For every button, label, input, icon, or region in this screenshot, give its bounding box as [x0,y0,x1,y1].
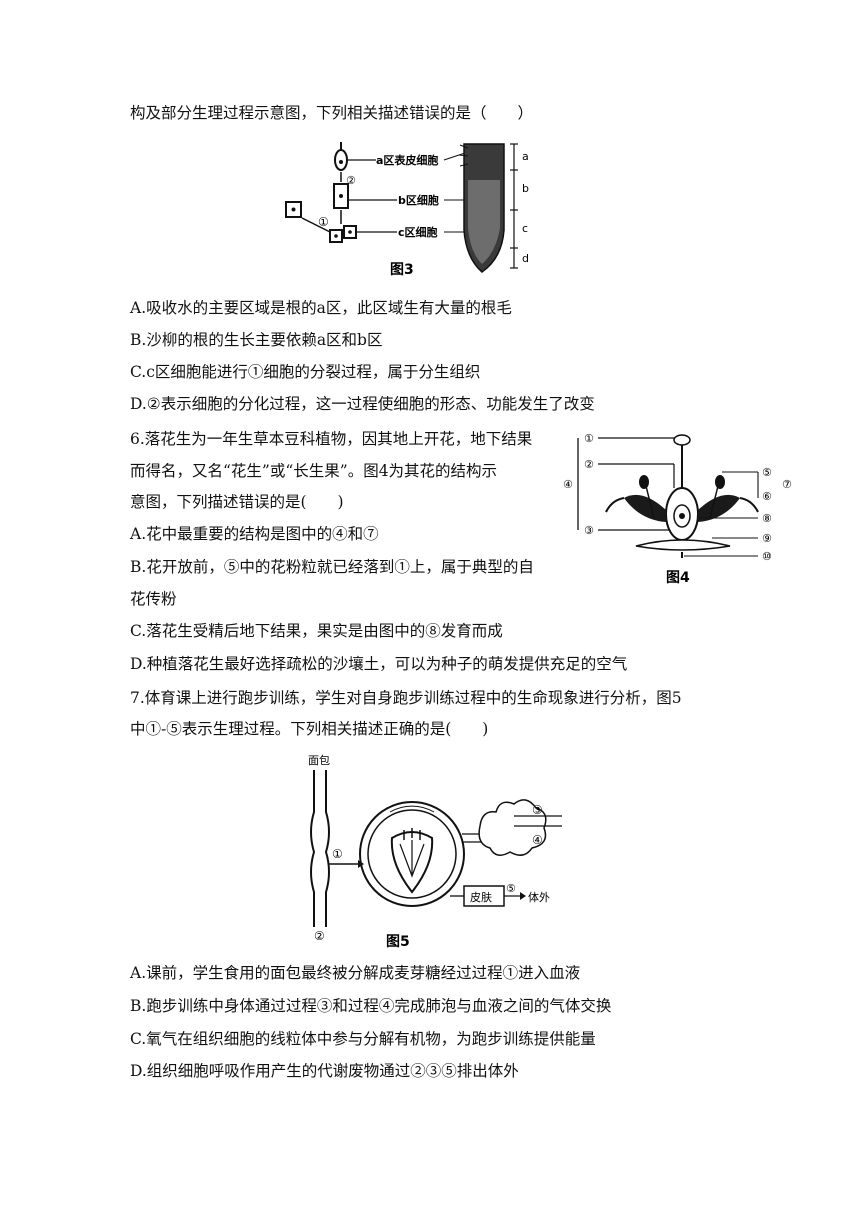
marker-q6-7: ⑦ [782,478,792,491]
q6-option-a: A.花中最重要的结构是图中的④和⑦ [130,525,379,543]
figure-4-caption: 图4 [666,570,690,586]
q5-option-a: A.吸收水的主要区域是根的a区，此区域生有大量的根毛 [130,299,512,317]
q7-option-a: A.课前，学生食用的面包最终被分解成麦芽糖经过过程①进入血液 [130,964,581,982]
zone-a: a [522,150,529,163]
figure-3-root-tip: ① ② a区表皮细胞 b区细胞 c区细胞 a b c d 图3 [285,142,529,278]
figure-5-caption: 图5 [386,934,410,950]
q6-stem-line-2: 而得名，又名“花生”或“长生果”。图4为其花的结构示 [130,462,498,480]
marker-2: ② [346,174,356,187]
marker-q6-5: ⑤ [762,466,772,479]
marker-q7-5: ⑤ [506,882,516,895]
zone-d: d [522,252,529,265]
q6-option-d: D.种植落花生最好选择疏松的沙壤土，可以为种子的萌发提供充足的空气 [130,655,628,673]
q5-option-d: D.②表示细胞的分化过程，这一过程使细胞的形态、功能发生了改变 [130,395,595,413]
figure-4-flower: ① ② ④ ③ ⑤ ⑦ ⑥ ⑧ ⑨ ⑩ 图4 [563,432,792,586]
label-b-cell: b区细胞 [398,193,439,207]
marker-q6-2: ② [584,458,594,471]
q7-stem-line-1: 7.体育课上进行跑步训练，学生对自身跑步训练过程中的生命现象进行分析，图5 [130,689,682,707]
cell-icon [285,201,302,218]
q7-option-c: C.氧气在组织细胞的线粒体中参与分解有机物，为跑步训练提供能量 [130,1030,596,1048]
zone-c: c [522,222,528,235]
label-bread: 面包 [308,754,330,767]
marker-q7-3: ③ [532,803,543,817]
q6-option-c: C.落花生受精后地下结果，果实是由图中的⑧发育而成 [130,622,503,640]
marker-q6-9: ⑨ [762,532,772,545]
q6-stem-line-3: 意图，下列描述错误的是( ) [130,493,344,511]
marker-q7-2: ② [314,929,325,943]
q6-stem-line-1: 6.落花生为一年生草本豆科植物，因其地上开花，地下结果 [130,430,533,448]
label-outside-body: 体外 [528,890,550,904]
figure-3-caption: 图3 [390,262,414,278]
zone-b: b [522,182,529,195]
label-c-cell: c区细胞 [398,225,438,239]
label-a-epidermis: a区表皮细胞 [376,153,438,167]
q5-option-c: C.c区细胞能进行①细胞的分裂过程，属于分生组织 [130,363,481,381]
q5-stem-tail: 构及部分生理过程示意图，下列相关描述错误的是（ ） [130,104,534,122]
marker-q6-6: ⑥ [762,490,772,503]
marker-q6-4: ④ [563,478,573,491]
marker-1: ① [318,215,329,229]
figure-5-circulation: 面包 ② ① ③ ④ 皮肤 ⑤ 体外 图5 [308,754,562,950]
marker-q7-4: ④ [532,833,543,847]
marker-q6-1: ① [584,432,594,445]
marker-q6-10: ⑩ [762,550,772,563]
marker-q7-1: ① [332,847,343,861]
lung-alveoli-shape [478,799,547,856]
label-skin: 皮肤 [470,890,492,904]
q6-option-b: B.花开放前，⑤中的花粉粒就已经落到①上，属于典型的自 [130,558,534,576]
marker-q6-3: ③ [584,524,594,537]
q5-option-b: B.沙柳的根的生长主要依赖a区和b区 [130,331,383,349]
q7-option-d: D.组织细胞呼吸作用产生的代谢废物通过②③⑤排出体外 [130,1062,519,1080]
q6-option-b-cont: 花传粉 [130,590,177,608]
q7-option-b: B.跑步训练中身体通过过程③和过程④完成肺泡与血液之间的气体交换 [130,997,612,1015]
q7-stem-line-2: 中①-⑤表示生理过程。下列相关描述正确的是( ) [130,720,489,738]
marker-q6-8: ⑧ [762,512,772,525]
